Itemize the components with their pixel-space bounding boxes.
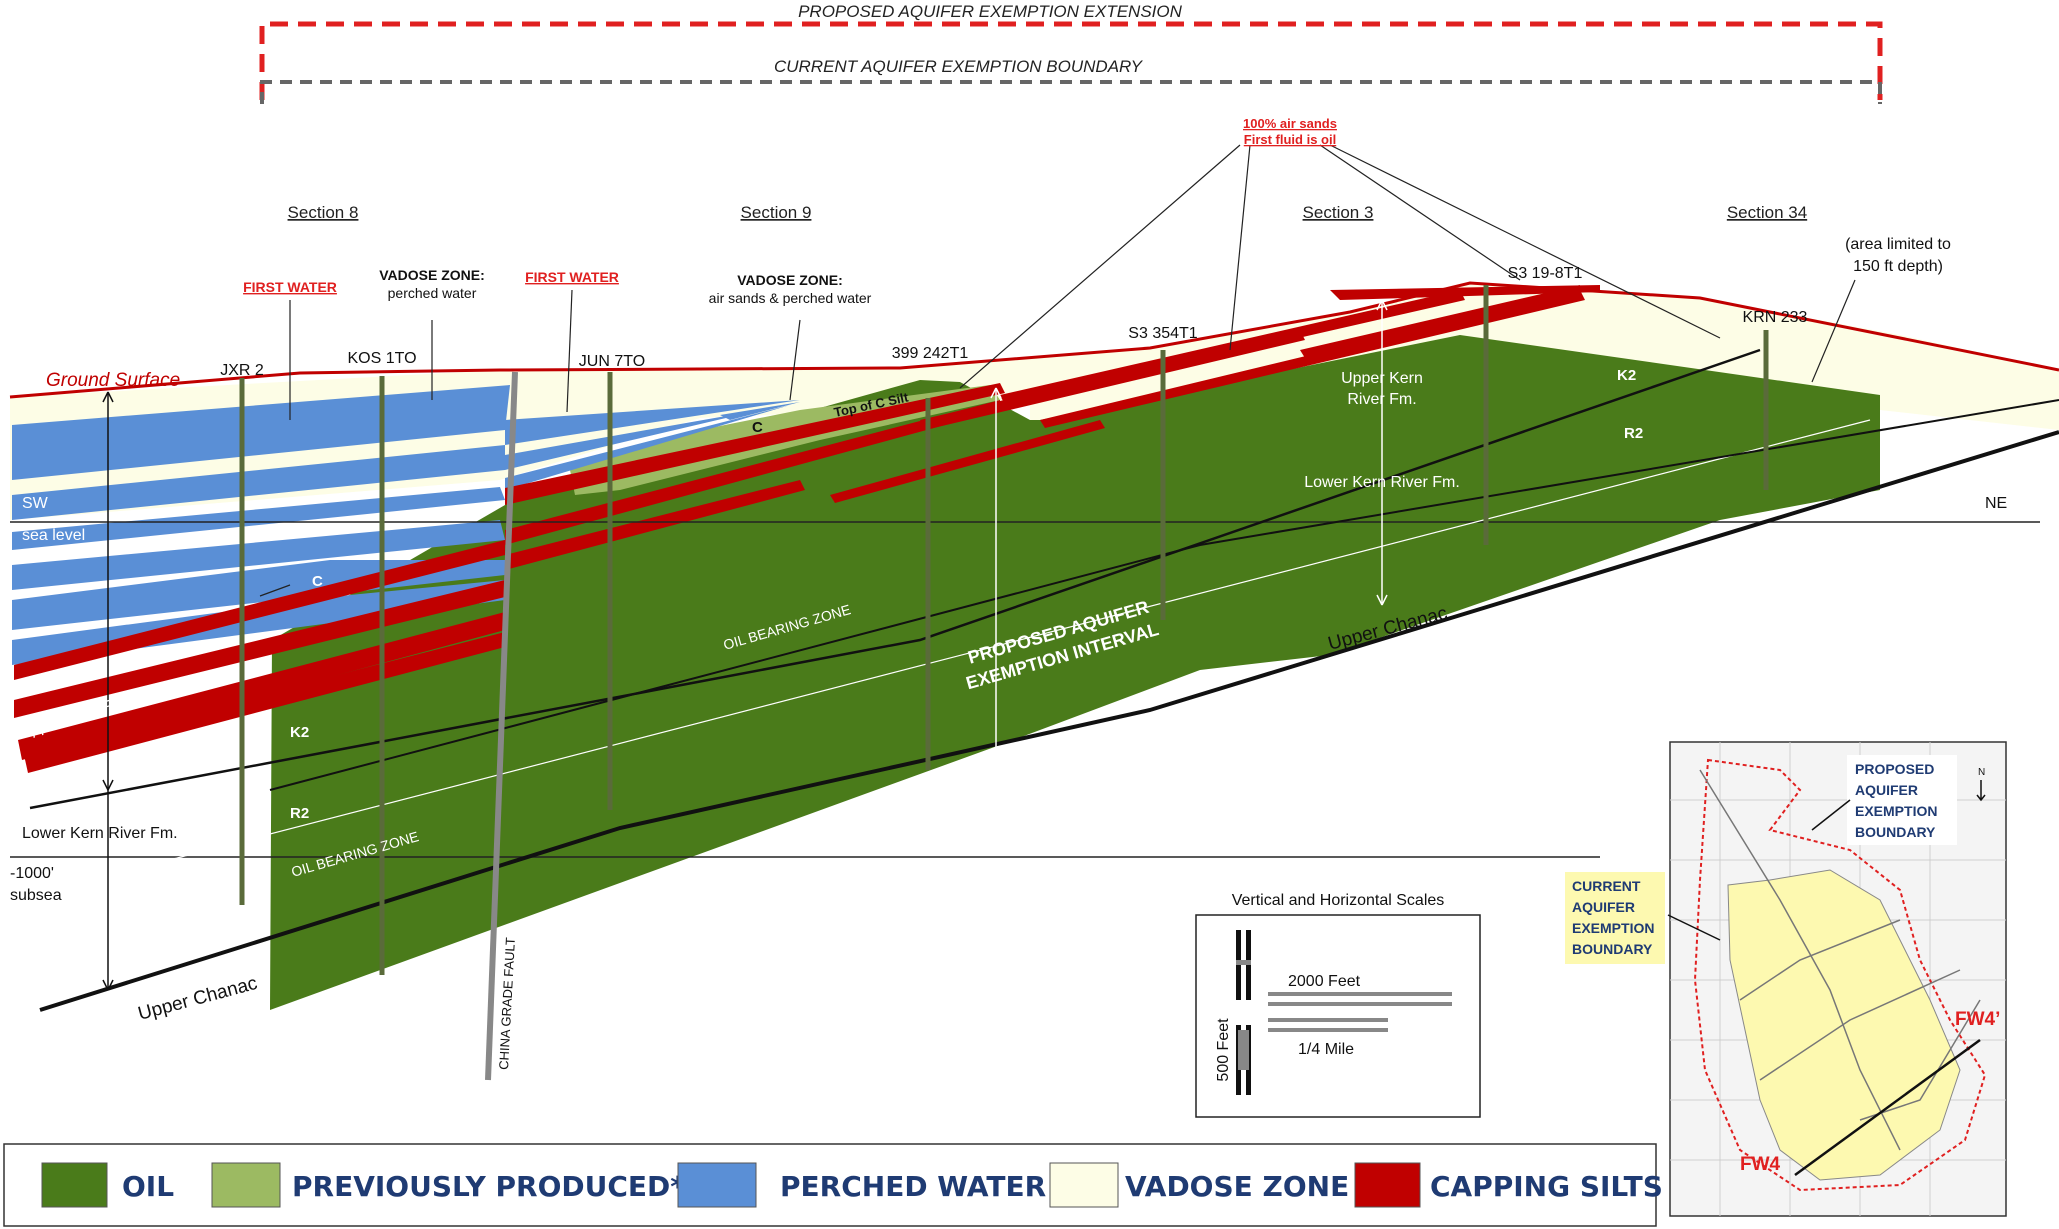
current-boundary-bracket: CURRENT AQUIFER EXEMPTION BOUNDARY bbox=[260, 57, 1882, 104]
legend-label: PERCHED WATER bbox=[780, 1170, 1046, 1203]
scale-title: Vertical and Horizontal Scales bbox=[1232, 892, 1445, 909]
vertical-scale-label: 500 Feet bbox=[1215, 1018, 1232, 1082]
legend-item-capping-silts: CAPPING SILTS bbox=[1354, 1162, 1663, 1208]
fw4-prime-label: FW4’ bbox=[1955, 1009, 2000, 1030]
section-label: Section 34 bbox=[1727, 203, 1807, 222]
fw4-label: FW4 bbox=[1740, 1154, 1781, 1175]
lower-kern-left-label: Lower Kern River Fm. bbox=[22, 825, 178, 842]
ground-surface-label: Ground Surface bbox=[46, 370, 180, 391]
china-grade-fault bbox=[485, 371, 518, 1081]
proposed-callout-line: PROPOSED bbox=[1855, 761, 1934, 777]
legend-item-previously-produced: PREVIOUSLY PRODUCED* bbox=[211, 1162, 685, 1208]
air-sands-line-1: 100% air sands bbox=[1243, 116, 1337, 131]
proposed-extension-bracket: PROPOSED AQUIFER EXEMPTION EXTENSION bbox=[259, 2, 1883, 100]
proposed-boundary-callout: PROPOSED AQUIFER EXEMPTION BOUNDARY bbox=[1811, 755, 1957, 845]
fw4-section-line bbox=[1794, 1038, 1981, 1177]
lower-kern-right-label: Lower Kern River Fm. bbox=[1304, 474, 1460, 491]
sea-level-label: sea level bbox=[22, 527, 85, 544]
legend-swatch bbox=[1049, 1162, 1119, 1208]
area-limited-1: (area limited to bbox=[1845, 236, 1951, 253]
legend-label: VADOSE ZONE bbox=[1125, 1170, 1349, 1203]
well-label: S3 19-8T1 bbox=[1508, 265, 1583, 282]
vadose-title: VADOSE ZONE: bbox=[379, 267, 485, 283]
r2-label: R2 bbox=[1624, 425, 1643, 442]
legend-label: CAPPING SILTS bbox=[1430, 1170, 1663, 1203]
legend: OIL PREVIOUSLY PRODUCED* PERCHED WATER V… bbox=[3, 1143, 1663, 1227]
inset-map: FW4 FW4’ N PROPOSED AQUIFER EXEMPTION BO… bbox=[1565, 741, 2007, 1217]
callout-pointers bbox=[259, 144, 1856, 597]
proposed-callout-line: BOUNDARY bbox=[1855, 824, 1936, 840]
legend-swatch bbox=[1354, 1162, 1421, 1208]
perched-water-layers bbox=[12, 385, 800, 665]
air-sands-callout: 100% air sands First fluid is oil bbox=[1243, 116, 1337, 147]
c-label: C bbox=[312, 573, 323, 590]
china-grade-fault-label: CHINA GRADE FAULT bbox=[496, 937, 518, 1070]
first-water-label: FIRST WATER bbox=[243, 279, 337, 295]
current-boundary-area bbox=[1727, 869, 1961, 1181]
upper-chanac-label: Upper Chanac bbox=[136, 973, 260, 1025]
section-labels: Section 8 Section 9 Section 3 Section 34 bbox=[288, 203, 1808, 222]
legend-swatch bbox=[211, 1162, 281, 1208]
current-callout-line: EXEMPTION bbox=[1572, 920, 1654, 936]
well-label: JUN 7TO bbox=[579, 353, 645, 370]
first-water-label: FIRST WATER bbox=[525, 269, 619, 285]
r2-line bbox=[149, 419, 1871, 866]
air-sands-line-2: First fluid is oil bbox=[1244, 132, 1336, 147]
scale-box: Vertical and Horizontal Scales 500 Feet … bbox=[1195, 892, 1481, 1118]
legend-label: PREVIOUSLY PRODUCED* bbox=[292, 1170, 685, 1203]
vadose-sub: air sands & perched water bbox=[709, 290, 872, 306]
legend-swatch bbox=[677, 1162, 757, 1208]
north-label: N bbox=[1978, 767, 1985, 778]
k2-line bbox=[29, 348, 1761, 810]
current-boundary-callout: CURRENT AQUIFER EXEMPTION BOUNDARY bbox=[1565, 872, 1721, 964]
ground-surface-line bbox=[9, 281, 2059, 399]
interval-arrows bbox=[102, 299, 1388, 991]
well-sticks bbox=[239, 285, 1769, 975]
ne-label: NE bbox=[1985, 495, 2007, 512]
north-arrow-icon bbox=[1976, 780, 1986, 802]
r2-line-black bbox=[269, 399, 2059, 791]
current-callout-line: BOUNDARY bbox=[1572, 941, 1653, 957]
current-callout-line: AQUIFER bbox=[1572, 899, 1635, 915]
proposed-callout-line: AQUIFER bbox=[1855, 782, 1918, 798]
vadose-title: VADOSE ZONE: bbox=[737, 272, 843, 288]
horizontal-scale-label-2: 1/4 Mile bbox=[1298, 1041, 1354, 1058]
upper-kern-label-2: River Fm. bbox=[1347, 391, 1416, 408]
horizontal-scale-label-1: 2000 Feet bbox=[1288, 973, 1361, 990]
section-label: Section 9 bbox=[741, 203, 812, 222]
horizontal-scale-bar bbox=[1268, 992, 1452, 996]
legend-item-perched-water: PERCHED WATER bbox=[677, 1162, 1046, 1208]
section-label: Section 3 bbox=[1303, 203, 1374, 222]
k2-label: K2 bbox=[290, 724, 309, 741]
proposed-extension-label: PROPOSED AQUIFER EXEMPTION EXTENSION bbox=[798, 2, 1183, 21]
legend-label: OIL bbox=[122, 1170, 174, 1203]
well-label: S3 354T1 bbox=[1128, 325, 1197, 342]
section-label: Section 8 bbox=[288, 203, 359, 222]
upper-kern-label-1: Upper Kern bbox=[1341, 370, 1423, 387]
current-boundary-label: CURRENT AQUIFER EXEMPTION BOUNDARY bbox=[774, 57, 1144, 76]
r2-label: R2 bbox=[290, 805, 309, 822]
subsea-label-2: subsea bbox=[10, 887, 62, 904]
well-label: KOS 1TO bbox=[347, 350, 416, 367]
legend-item-oil: OIL bbox=[41, 1162, 174, 1208]
oil-zone-body bbox=[270, 335, 1880, 1010]
current-callout-line: CURRENT bbox=[1572, 878, 1641, 894]
well-label: 399 242T1 bbox=[892, 345, 969, 362]
k2-label: K2 bbox=[1617, 367, 1636, 384]
proposed-boundary-outline bbox=[1693, 758, 1987, 1192]
legend-swatch bbox=[41, 1162, 108, 1208]
subsea-label-1: -1000' bbox=[10, 865, 54, 882]
proposed-callout-line: EXEMPTION bbox=[1855, 803, 1937, 819]
well-label: JXR 2 bbox=[220, 362, 264, 379]
well-label: KRN 233 bbox=[1743, 309, 1808, 326]
legend-item-vadose-zone: VADOSE ZONE bbox=[1049, 1162, 1349, 1208]
well-labels: JXR 2 KOS 1TO JUN 7TO 399 242T1 S3 354T1… bbox=[220, 265, 1807, 379]
sw-label: SW bbox=[22, 495, 49, 512]
c-label: C bbox=[752, 419, 763, 436]
vadose-sub: perched water bbox=[388, 285, 477, 301]
upper-chanac-line bbox=[39, 430, 2059, 1012]
vertical-scale-bar bbox=[1236, 930, 1251, 1095]
area-limited-2: 150 ft depth) bbox=[1853, 258, 1943, 275]
